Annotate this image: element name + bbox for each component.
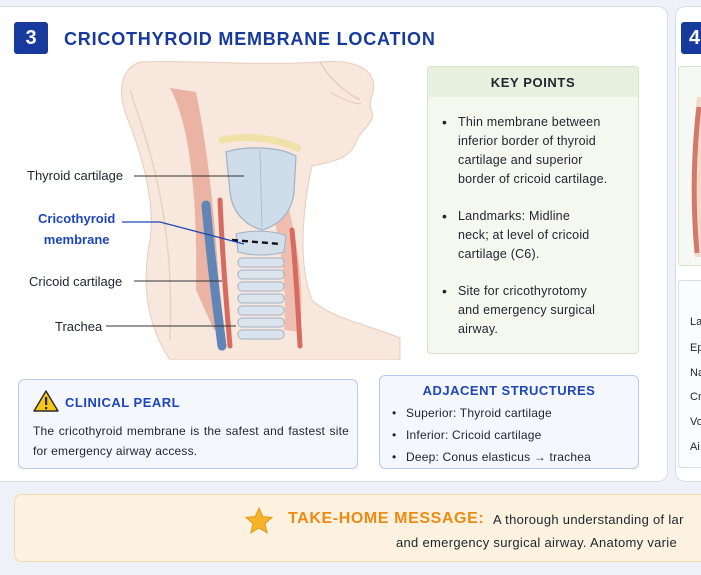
list-item: • Inferior: Cricoid cartilage <box>392 424 638 446</box>
key-point-line: and emergency surgical <box>458 303 596 317</box>
warning-icon <box>33 390 59 412</box>
label-trachea: Trachea <box>55 319 103 334</box>
take-home-label: TAKE-HOME MESSAGE: <box>288 510 485 527</box>
key-point-line: Landmarks: Midline <box>458 209 570 223</box>
next-row-fragment: Ep <box>690 342 701 354</box>
next-row-fragment: Ai <box>690 441 700 453</box>
bullet: • <box>442 283 447 299</box>
list-item: • Deep: Conus elasticus → trachea <box>392 446 638 468</box>
key-point-line: neck; at level of cricoid <box>458 228 590 242</box>
key-point-line: airway. <box>458 322 499 336</box>
bullet: • <box>442 114 447 130</box>
key-points-list: • Thin membrane between inferior border … <box>428 97 638 339</box>
key-point-item: • Thin membrane between inferior border … <box>442 113 628 189</box>
section-number-badge: 3 <box>14 22 48 54</box>
bullet: • <box>442 208 447 224</box>
next-section-table-card <box>678 280 701 468</box>
key-point-item: • Landmarks: Midline neck; at level of c… <box>442 207 628 264</box>
next-row-fragment: Vo <box>690 416 701 428</box>
next-section-illustration-card <box>678 66 701 266</box>
neck-anatomy-illustration <box>106 61 401 360</box>
bullet: • <box>392 406 397 420</box>
star-icon <box>244 506 274 534</box>
label-thyroid-cartilage: Thyroid cartilage <box>27 168 124 183</box>
adjacent-item-text: Superior: Thyroid cartilage <box>406 406 552 420</box>
take-home-banner: TAKE-HOME MESSAGE: A thorough understand… <box>14 494 701 562</box>
clinical-pearl-title: CLINICAL PEARL <box>65 395 181 410</box>
key-point-line: border of cricoid cartilage. <box>458 172 608 186</box>
next-section-illustration <box>691 97 701 257</box>
key-point-item: • Site for cricothyrotomy and emergency … <box>442 282 628 339</box>
adjacent-structures-title: ADJACENT STRUCTURES <box>422 383 596 398</box>
bullet: • <box>392 450 397 464</box>
key-point-line: Site for cricothyrotomy <box>458 284 587 298</box>
next-row-fragment: La <box>690 316 701 328</box>
label-cricoid-cartilage: Cricoid cartilage <box>29 274 123 289</box>
key-point-line: cartilage (C6). <box>458 247 540 261</box>
section-title: CRICOTHYROID MEMBRANE LOCATION <box>64 29 436 49</box>
adjacent-item-text: Inferior: Cricoid cartilage <box>406 428 542 442</box>
take-home-text-line1: A thorough understanding of lar <box>493 512 684 527</box>
clinical-pearl-card: CLINICAL PEARL The cricothyroid membrane… <box>18 379 358 469</box>
label-cricothyroid-line1: Cricothyroid <box>38 211 116 226</box>
adjacent-structures-card: ADJACENT STRUCTURES • Superior: Thyroid c… <box>379 375 639 469</box>
next-row-fragment: Cr <box>690 391 701 403</box>
label-cricothyroid-membrane: Cricothyroid membrane <box>38 208 115 250</box>
clinical-pearl-body: The cricothyroid membrane is the safest … <box>33 424 349 458</box>
key-points-title: KEY POINTS <box>428 67 638 97</box>
key-point-line: inferior border of thyroid <box>458 134 596 148</box>
label-cricothyroid-line2: membrane <box>43 232 110 247</box>
take-home-text-line2: and emergency surgical airway. Anatomy v… <box>396 535 678 550</box>
list-item: • Superior: Thyroid cartilage <box>392 402 638 424</box>
adjacent-structures-list: • Superior: Thyroid cartilage • Inferior: … <box>380 398 638 468</box>
bullet: • <box>392 428 397 442</box>
key-point-line: cartilage and superior <box>458 153 583 167</box>
key-points-card: KEY POINTS • Thin membrane between infer… <box>427 66 639 354</box>
next-section-number-badge: 4 <box>681 22 701 54</box>
key-point-line: Thin membrane between <box>458 115 601 129</box>
adjacent-item-text: Deep: Conus elasticus → trachea <box>406 450 591 464</box>
next-row-fragment: Na <box>690 367 701 379</box>
